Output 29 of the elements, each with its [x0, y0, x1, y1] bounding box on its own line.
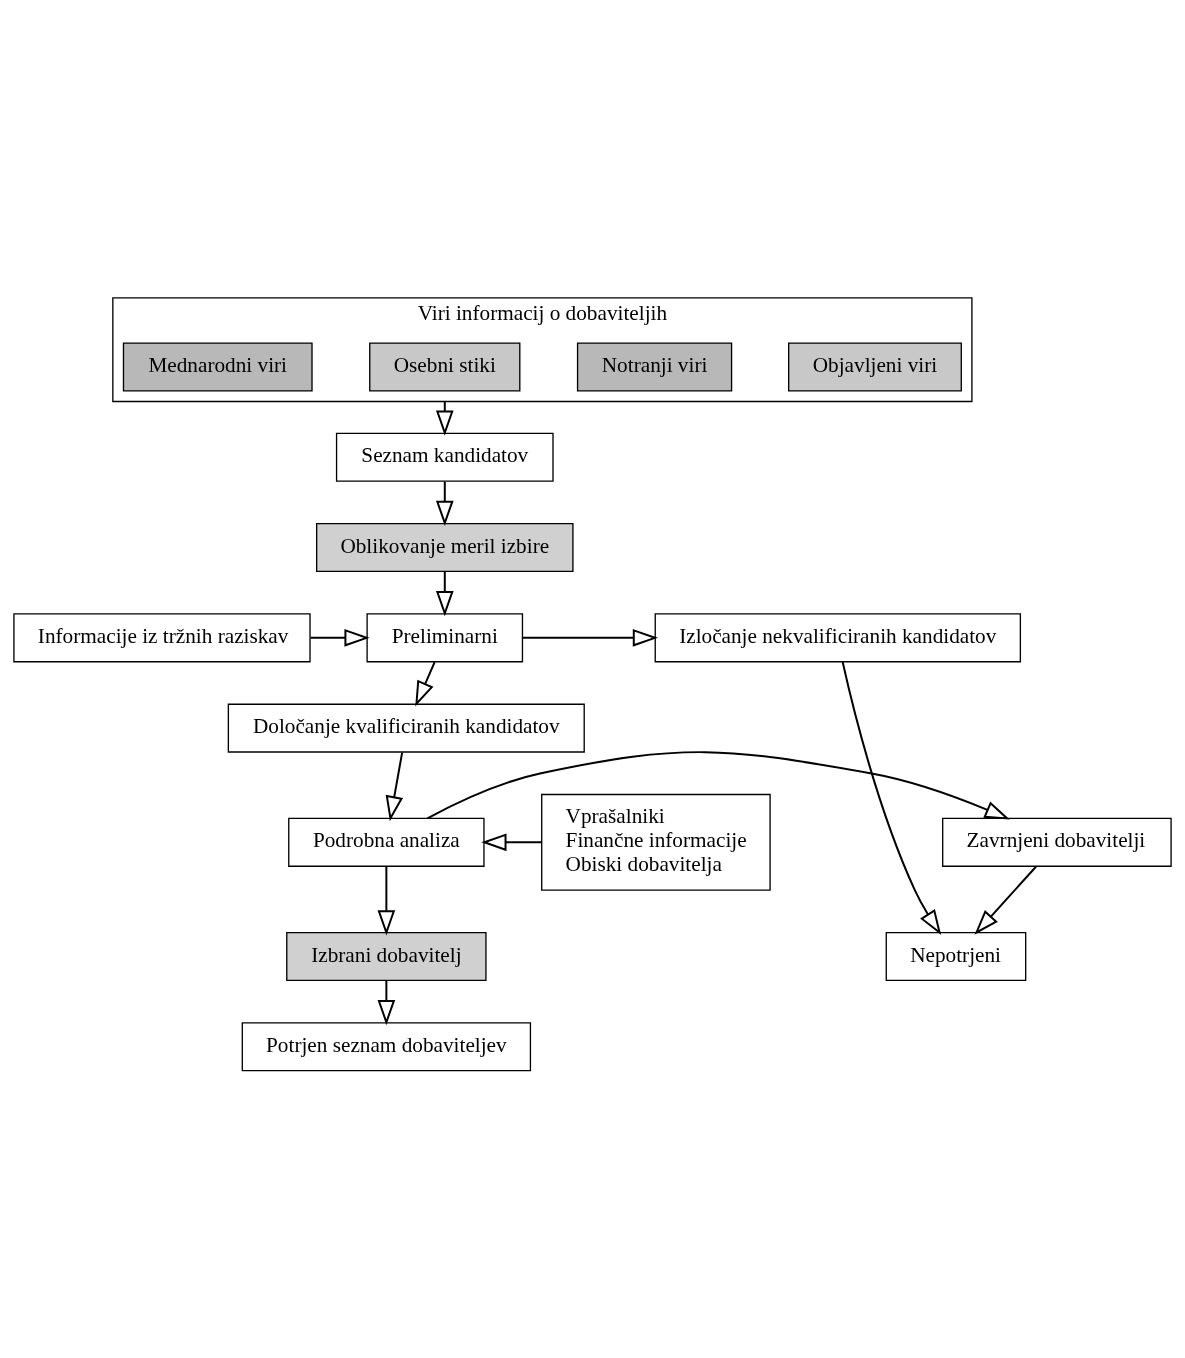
arrow — [521, 629, 659, 647]
node-box: Informacije iz tržnih raziskav — [13, 613, 311, 663]
node-box: Določanje kvalificiranih kandidatov — [227, 703, 585, 753]
arrow — [974, 865, 1037, 935]
arrow — [377, 865, 396, 936]
node-box: Nepotrjeni — [885, 931, 1027, 982]
node-box: Seznam kandidatov — [335, 432, 554, 482]
arrow — [435, 480, 454, 527]
arrow — [481, 833, 543, 852]
node-box: Oblikovanje meril izbire — [316, 523, 574, 573]
arrow — [415, 661, 436, 707]
node-box: Osebni stiki — [369, 342, 521, 392]
node-box: Mednarodni viri — [122, 342, 313, 392]
node-box: Potrjen seznam dobaviteljev — [241, 1022, 532, 1072]
node-box: Notranji viri — [576, 342, 733, 392]
node-box: Izločanje nekvalificiranih kandidatov — [654, 613, 1022, 663]
arrow — [385, 751, 404, 822]
node-box: Zavrnjeni dobavitelji — [942, 817, 1172, 867]
arrow — [841, 661, 942, 936]
node-box: Vprašalniki Finančne informacije Obiski dobavitelja — [541, 793, 771, 891]
node-box: Izbrani dobavitelj — [286, 931, 487, 982]
node-box: Podrobna analiza — [288, 817, 485, 867]
arrow — [435, 400, 454, 436]
node-box: Preliminarni — [366, 613, 524, 663]
node-box: Objavljeni viri — [788, 342, 962, 392]
arrow — [426, 751, 1010, 820]
arrow — [309, 629, 370, 647]
arrow — [377, 979, 396, 1026]
arrow — [435, 570, 454, 617]
